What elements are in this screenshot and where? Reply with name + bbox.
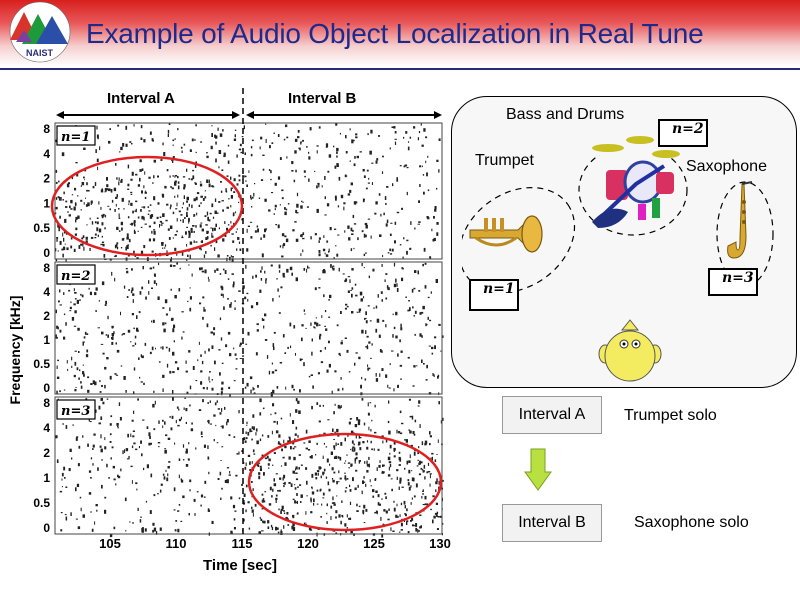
y-tick-label: 2 [43, 172, 50, 186]
spectrogram-texture [55, 123, 444, 538]
y-tick-label: 2 [43, 446, 50, 460]
x-tick-label: 110 [166, 536, 187, 551]
drums-and-bass-icon [592, 136, 680, 228]
y-tick-label: 4 [43, 147, 50, 161]
highlight-ellipse-trumpet [50, 155, 244, 257]
down-arrow-icon [524, 448, 552, 491]
saxophone-icon [727, 181, 753, 259]
x-axis-label: Time [sec] [203, 557, 277, 574]
y-axis-label: Frequency [kHz] [7, 296, 23, 405]
y-tick-label: 0.5 [33, 496, 50, 510]
n3-box: n=3 [708, 268, 758, 296]
logo-text: NAIST [26, 48, 54, 58]
panel-n3-frame [54, 396, 443, 535]
y-tick-label: 0.5 [33, 357, 50, 371]
interval-b-description: Saxophone solo [634, 514, 749, 531]
x-tick-label: 115 [232, 536, 253, 551]
y-tick-label: 0 [43, 521, 50, 535]
trumpet-icon [469, 215, 543, 253]
highlight-ellipse-saxophone [247, 432, 443, 532]
x-tick-label: 105 [99, 536, 121, 551]
x-tick-label: 125 [363, 536, 385, 551]
trumpet-label: Trumpet [475, 152, 534, 169]
interval-a-box: Interval A [502, 396, 602, 434]
y-tick-label: 0 [43, 246, 50, 260]
y-tick-label: 8 [43, 122, 50, 136]
interval-a-description: Trumpet solo [624, 407, 717, 424]
y-tick-label: 8 [43, 261, 50, 275]
panel-n1-frame [54, 122, 443, 260]
spectrogram-figure: Interval A Interval B n=1 n=2 n=3 8 4 2 1 0.… [7, 88, 451, 574]
panel-label-n1: n=1 [56, 125, 96, 146]
svg-text:n=1: n=1 [61, 130, 90, 145]
y-tick-label: 1 [43, 333, 50, 347]
x-tick-label: 120 [297, 536, 319, 551]
y-tick-label: 0 [43, 381, 50, 395]
panel-label-n3: n=3 [56, 399, 96, 420]
x-tick-labels: 105 110 115 120 125 130 [99, 536, 451, 551]
panel-n2-frame [54, 261, 443, 395]
page-title: Example of Audio Object Localization in … [86, 18, 704, 49]
n2-box: n=2 [658, 119, 708, 147]
y-tick-label: 1 [43, 471, 50, 485]
interval-b-label: Interval B [288, 90, 357, 107]
y-tick-label: 4 [43, 285, 50, 299]
x-tick-label: 130 [429, 536, 451, 551]
header-banner [0, 0, 800, 66]
instrument-ellipses [462, 155, 774, 294]
y-tick-label: 1 [43, 196, 50, 210]
y-tick-label: 8 [43, 396, 50, 410]
listener-face-icon [598, 319, 662, 382]
y-tick-label: 2 [43, 309, 50, 323]
n1-box: n=1 [469, 279, 519, 311]
title-underline [0, 68, 800, 70]
y-tick-label: 0.5 [33, 221, 50, 235]
saxophone-label: Saxophone [686, 158, 767, 175]
panel-label-n2: n=2 [56, 264, 96, 285]
interval-b-box: Interval B [502, 504, 602, 542]
naist-logo: NAIST [9, 1, 71, 63]
bass-drums-label: Bass and Drums [506, 106, 625, 123]
svg-text:n=3: n=3 [61, 404, 90, 419]
y-tick-label: 4 [43, 421, 50, 435]
svg-text:n=2: n=2 [61, 269, 90, 284]
interval-a-label: Interval A [107, 90, 175, 107]
